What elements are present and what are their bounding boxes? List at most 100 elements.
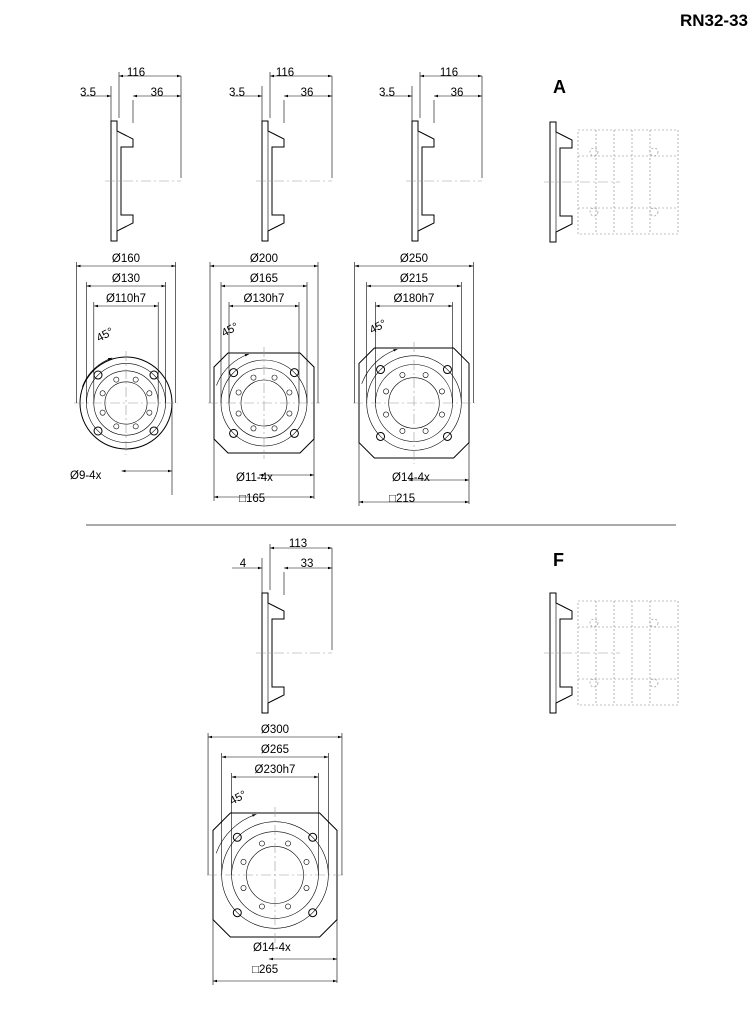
dim-bolt-circle: Ø215 — [400, 273, 428, 285]
angle-arc — [82, 357, 113, 388]
mount-hole — [376, 431, 386, 441]
tap-hole — [113, 376, 120, 383]
ghost-bolt — [589, 207, 599, 217]
dia-dims-1 — [209, 262, 319, 501]
dim-bolt-circle: Ø165 — [250, 273, 278, 285]
dim-spigot: Ø130h7 — [244, 293, 285, 305]
mount-hole — [442, 365, 452, 375]
tap-hole — [383, 411, 389, 418]
tap-hole — [285, 903, 291, 910]
tap-hole — [146, 390, 153, 397]
dim-holes: Ø11-4x — [236, 472, 273, 484]
flange-profile — [261, 120, 285, 242]
tap-hole — [132, 376, 139, 383]
dia-dims-2 — [354, 262, 474, 506]
variant-label-a: A — [553, 77, 566, 97]
mount-hole — [308, 908, 318, 918]
flange-profile — [411, 120, 435, 242]
tap-hole — [422, 372, 429, 378]
flange-profile — [549, 592, 573, 714]
mount-hole — [442, 431, 452, 441]
tap-hole — [235, 389, 242, 396]
dia-dims-3 — [207, 733, 343, 985]
dia-dims-0 — [76, 262, 176, 495]
dim-holes: Ø14-4x — [392, 472, 430, 484]
dim-thickness: 36 — [151, 87, 164, 99]
ghost-bolt — [649, 207, 659, 217]
tap-hole — [113, 423, 120, 430]
tap-hole — [235, 410, 242, 417]
tap-hole — [240, 859, 247, 865]
side-dims-2 — [382, 72, 483, 178]
tap-hole — [439, 411, 445, 418]
dim-square: □215 — [389, 493, 415, 505]
variant-f-pictogram — [577, 600, 679, 706]
dim-offset: 4 — [240, 558, 247, 570]
flange-300-dimensions: 113 4 33 Ø300 Ø265 Ø230h7 45° Ø14-4x □26… — [228, 538, 314, 976]
tap-hole — [99, 409, 106, 416]
dim-length: 113 — [289, 538, 307, 550]
dim-spigot: Ø230h7 — [255, 764, 296, 776]
side-view-0 — [105, 120, 181, 242]
flange-profile — [549, 121, 573, 243]
ghost-bolt — [589, 147, 599, 157]
tap-hole — [271, 425, 278, 432]
tap-hole — [383, 388, 389, 395]
tap-hole — [303, 885, 310, 891]
dim-outer-diameter: Ø250 — [400, 253, 428, 265]
front-view-0 — [74, 351, 178, 455]
side-view-1 — [256, 120, 332, 242]
tap-hole — [259, 903, 265, 910]
tap-hole — [99, 390, 106, 397]
mount-hole — [308, 832, 318, 842]
tap-hole — [259, 840, 265, 847]
sheet-code: RN32-33 — [680, 11, 748, 30]
dim-holes: Ø14-4x — [253, 942, 291, 954]
angle-arc — [361, 348, 398, 384]
tap-hole — [286, 410, 293, 417]
angle-arc — [216, 353, 250, 386]
dim-bolt-circle: Ø130 — [112, 273, 140, 285]
dim-outer-diameter: Ø200 — [250, 253, 278, 265]
side-dims-1 — [232, 72, 333, 178]
ghost-bolt — [649, 678, 659, 688]
flange-profile — [110, 120, 134, 242]
tap-hole — [250, 425, 257, 432]
mount-hole — [289, 368, 299, 378]
flange-outline — [213, 352, 315, 454]
tap-hole — [399, 428, 406, 434]
flange-outline — [358, 347, 470, 459]
dim-outer-diameter: Ø160 — [112, 253, 140, 265]
side-view-2 — [406, 120, 482, 242]
dim-spigot: Ø180h7 — [394, 293, 435, 305]
tap-hole — [286, 389, 293, 396]
dim-thickness: 36 — [451, 87, 464, 99]
dim-angle: 45° — [220, 321, 241, 340]
tap-hole — [439, 388, 445, 395]
ghost-flange-profile — [544, 121, 620, 243]
flange-views — [74, 72, 679, 985]
mount-hole — [232, 908, 242, 918]
mount-hole — [229, 368, 239, 378]
variant-a-pictogram — [577, 129, 679, 235]
ghost-body — [577, 129, 679, 235]
angle-arc — [215, 813, 257, 854]
dim-thickness: 36 — [301, 87, 314, 99]
ghost-body — [577, 600, 679, 706]
tap-hole — [271, 374, 278, 381]
flange-outline — [212, 812, 338, 938]
mount-hole — [93, 426, 103, 436]
dim-holes: Ø9-4x — [70, 470, 102, 482]
front-view-2 — [353, 342, 475, 464]
dim-length: 116 — [276, 67, 294, 79]
front-view-1 — [208, 347, 320, 459]
tap-hole — [399, 372, 406, 378]
dim-thickness: 33 — [301, 558, 314, 570]
mount-hole — [149, 426, 159, 436]
dim-angle: 45° — [228, 789, 249, 808]
ghost-bolt — [589, 678, 599, 688]
tap-hole — [285, 840, 291, 847]
mount-hole — [229, 428, 239, 438]
tap-hole — [240, 885, 247, 891]
dim-spigot: Ø110h7 — [106, 293, 146, 305]
